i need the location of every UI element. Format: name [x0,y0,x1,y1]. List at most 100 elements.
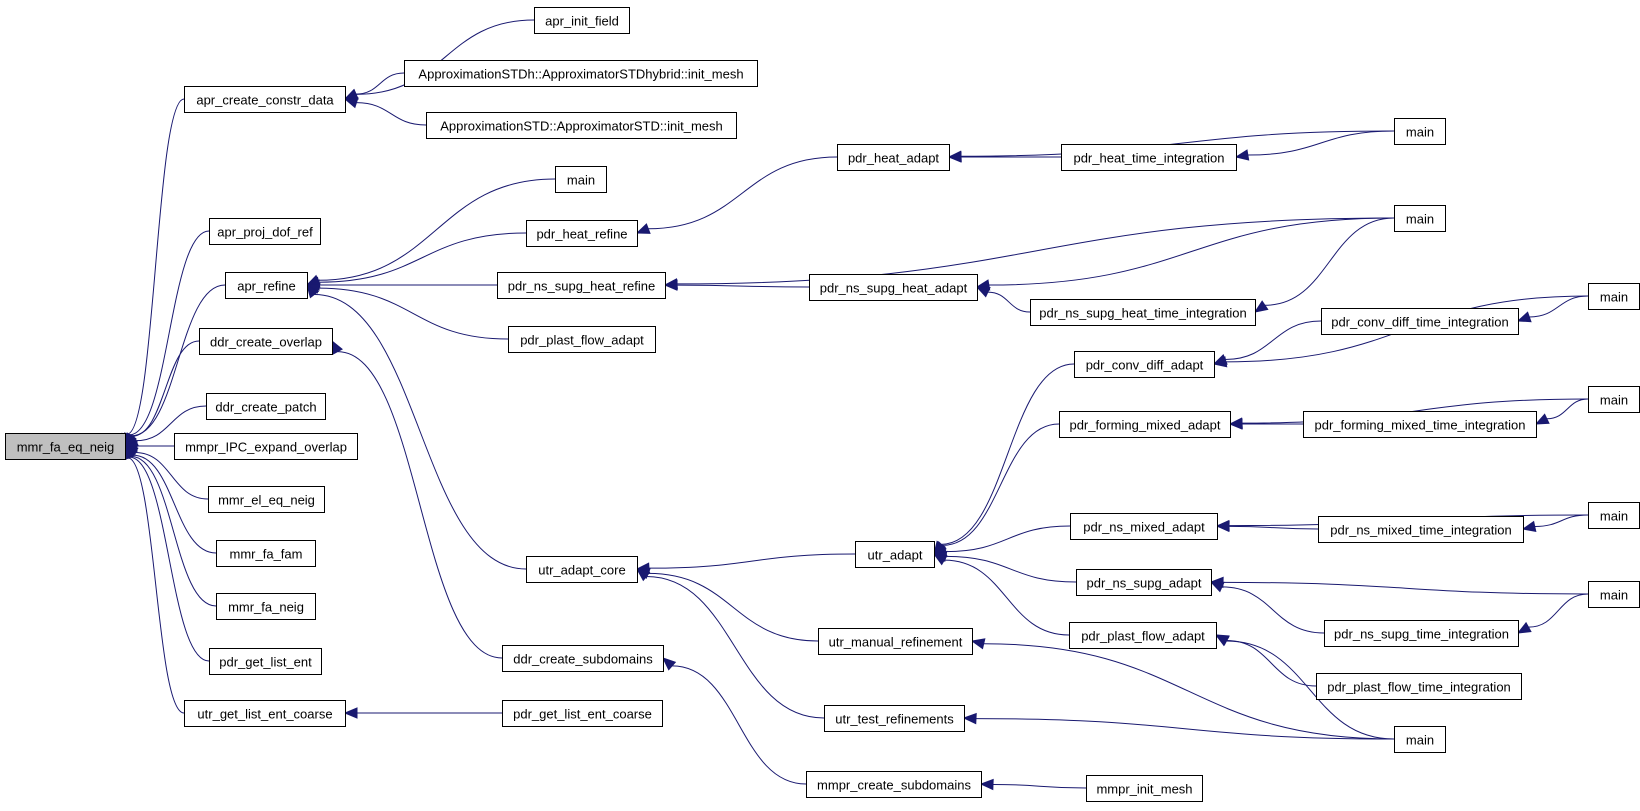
node-main[interactable]: main [1394,118,1446,145]
node-label: pdr_ns_supg_heat_adapt [820,281,968,296]
edge-arrowhead [947,151,962,163]
node-box [1394,118,1446,145]
node-box [184,700,346,727]
edge-arrowhead [932,553,948,566]
node-main[interactable]: main [1394,726,1446,753]
node-ddr-create-overlap[interactable]: ddr_create_overlap [199,328,333,355]
node-apr-create-constr-data[interactable]: apr_create_constr_data [184,86,346,113]
node-label: ddr_create_patch [215,400,316,415]
node-label: pdr_conv_diff_time_integration [1331,315,1509,330]
edge-line [135,405,207,442]
node-label: ddr_create_overlap [210,335,322,350]
node-pdr-ns-mixed-time-integration[interactable]: pdr_ns_mixed_time_integration [1318,516,1524,543]
node-mmr-el-eq-neig[interactable]: mmr_el_eq_neig [208,486,325,513]
node-main[interactable]: main [1588,581,1640,608]
node-pdr-heat-refine[interactable]: pdr_heat_refine [526,220,638,247]
edge-main_f-to-pdr_ns_mixed_time_integration [1521,514,1589,532]
edge-line [318,178,556,281]
node-pdr-heat-adapt[interactable]: pdr_heat_adapt [837,144,950,171]
edge-line [131,340,200,437]
edge-ddr_create_subdomains-to-ddr_create_overlap [331,339,503,659]
node-pdr-conv-diff-time-integration[interactable]: pdr_conv_diff_time_integration [1321,308,1519,335]
node-pdr-ns-supg-heat-refine[interactable]: pdr_ns_supg_heat_refine [497,272,666,299]
node-box [174,433,358,460]
node-utr-adapt-core[interactable]: utr_adapt_core [526,556,638,583]
edge-line [975,718,1395,740]
node-box [1303,411,1537,438]
node-main[interactable]: main [1588,283,1640,310]
edge-main_g-to-pdr_ns_supg_adapt [1209,576,1589,595]
edge-main_b-to-pdr_heat_time_integration [1234,130,1395,161]
node-utr-test-refinements[interactable]: utr_test_refinements [824,705,965,732]
node-pdr-ns-supg-heat-time-integration[interactable]: pdr_ns_supg_heat_time_integration [1030,299,1256,326]
node-label: mmr_fa_neig [228,600,304,615]
node-box [534,7,630,34]
node-box [1588,502,1640,529]
node-box [1074,351,1215,378]
node-box [497,272,666,299]
edge-apr_proj_dof_ref-to-root [124,230,210,448]
node-utr-adapt[interactable]: utr_adapt [855,541,935,568]
edge-main_d-to-pdr_conv_diff_time_integration [1516,295,1589,323]
node-box [806,771,982,798]
node-mmpr-ipc-expand-overlap[interactable]: mmpr_IPC_expand_overlap [174,433,358,460]
node-pdr-heat-time-integration[interactable]: pdr_heat_time_integration [1061,144,1237,171]
node-apr-init-field[interactable]: apr_init_field [534,7,630,34]
node-ddr-create-subdomains[interactable]: ddr_create_subdomains [502,645,664,672]
node-box [1321,308,1519,335]
node-mmpr-create-subdomains[interactable]: mmpr_create_subdomains [806,771,982,798]
node-main[interactable]: main [1588,502,1640,529]
edge-arrowhead [970,638,986,650]
edge-pdr_heat_time_integration-to-pdr_heat_adapt [947,151,1061,163]
node-label: pdr_ns_supg_adapt [1087,576,1202,591]
node-label: main [1600,509,1628,524]
node-pdr-ns-supg-heat-adapt[interactable]: pdr_ns_supg_heat_adapt [809,274,978,301]
edge-utr_get_list_ent_coarse-to-root [122,444,185,714]
edge-utr_adapt_core-to-apr_refine [306,283,527,570]
edge-arrowhead [306,283,320,299]
node-utr-manual-refinement[interactable]: utr_manual_refinement [818,628,973,655]
edge-pdr_ns_supg_time_integration-to-pdr_ns_supg_adapt [1209,581,1325,634]
node-approximationstdh-approximatorstdhybrid-init-mesh[interactable]: ApproximationSTDh::ApproximatorSTDhybrid… [404,60,758,87]
edge-line [992,783,1087,789]
node-pdr-plast-flow-adapt[interactable]: pdr_plast_flow_adapt [1069,622,1217,649]
node-pdr-ns-supg-time-integration[interactable]: pdr_ns_supg_time_integration [1324,620,1519,647]
node-pdr-get-list-ent-coarse[interactable]: pdr_get_list_ent_coarse [502,700,663,727]
node-label: main [1600,588,1628,603]
node-label: pdr_plast_flow_adapt [1081,629,1205,644]
node-main[interactable]: main [1588,386,1640,413]
node-pdr-plast-flow-adapt[interactable]: pdr_plast_flow_adapt [508,326,656,353]
node-label: ddr_create_subdomains [513,652,653,667]
node-pdr-forming-mixed-adapt[interactable]: pdr_forming_mixed_adapt [1059,411,1231,438]
node-pdr-forming-mixed-time-integration[interactable]: pdr_forming_mixed_time_integration [1303,411,1537,438]
node-mmr-fa-fam[interactable]: mmr_fa_fam [216,540,316,567]
edge-pdr_conv_diff_time_integration-to-pdr_conv_diff_adapt [1212,320,1322,365]
node-pdr-plast-flow-time-integration[interactable]: pdr_plast_flow_time_integration [1316,673,1522,700]
node-box [1324,620,1519,647]
node-label: main [1406,733,1434,748]
node-box [216,593,316,620]
node-apr-proj-dof-ref[interactable]: apr_proj_dof_ref [209,218,321,245]
node-mmr-fa-neig[interactable]: mmr_fa_neig [216,593,316,620]
edge-line [1546,398,1589,420]
node-mmpr-init-mesh[interactable]: mmpr_init_mesh [1086,775,1203,802]
edge-arrowhead [1534,413,1550,425]
node-main[interactable]: main [1394,205,1446,232]
node-utr-get-list-ent-coarse[interactable]: utr_get_list_ent_coarse [184,700,346,727]
root-node-mmr-fa-eq-neig[interactable]: mmr_fa_eq_neig [5,433,126,460]
node-pdr-ns-supg-adapt[interactable]: pdr_ns_supg_adapt [1076,569,1212,596]
node-apr-refine[interactable]: apr_refine [225,272,308,299]
node-label: pdr_ns_supg_heat_refine [508,279,655,294]
node-pdr-conv-diff-adapt[interactable]: pdr_conv_diff_adapt [1074,351,1215,378]
node-box [1061,144,1237,171]
node-ddr-create-patch[interactable]: ddr_create_patch [206,393,326,420]
node-main[interactable]: main [555,166,607,193]
node-pdr-get-list-ent[interactable]: pdr_get_list_ent [209,648,322,675]
edge-arrowhead [1214,634,1230,646]
node-pdr-ns-mixed-adapt[interactable]: pdr_ns_mixed_adapt [1070,513,1218,540]
edge-line [648,572,819,642]
node-label: main [1600,290,1628,305]
node-approximationstd-approximatorstd-init-mesh[interactable]: ApproximationSTD::ApproximatorSTD::init_… [426,112,737,139]
edge-utr_manual_refinement-to-utr_adapt_core [635,568,819,642]
